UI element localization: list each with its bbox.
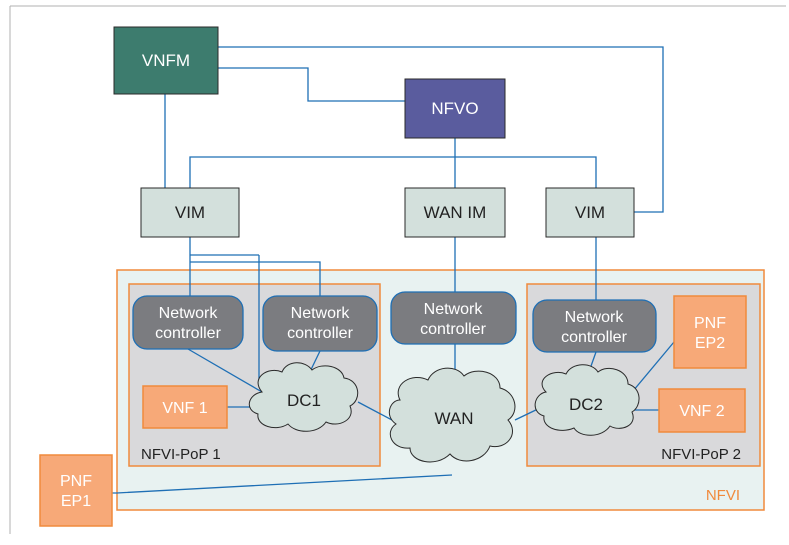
dc1-cloud: DC1 bbox=[248, 362, 359, 432]
wan-cloud: WAN bbox=[388, 367, 516, 463]
link-bus bbox=[189, 156, 597, 190]
dc1-label: DC1 bbox=[287, 391, 321, 410]
pnf-ep2-label-line1: PNF bbox=[694, 315, 726, 332]
pnf-ep1-label-line2: EP1 bbox=[61, 493, 91, 510]
dc2-cloud: DC2 bbox=[534, 364, 640, 436]
nc2-label-line1: Network bbox=[291, 305, 351, 322]
vnfm-label: VNFM bbox=[142, 51, 190, 70]
network-controller-1: Network controller bbox=[132, 295, 244, 350]
nc1-label-line1: Network bbox=[159, 305, 219, 322]
link-vnfm-vim-right bbox=[218, 46, 664, 213]
nfvi-label: NFVI bbox=[706, 487, 740, 504]
wan-im-box bbox=[404, 187, 506, 238]
network-controller-3: Network controller bbox=[532, 299, 657, 353]
dc2-label: DC2 bbox=[569, 395, 603, 414]
network-controller-wan: Network controller bbox=[390, 291, 517, 345]
nfvo-box bbox=[404, 78, 506, 139]
nfvi-pop-1-label: NFVI-PoP 1 bbox=[141, 446, 221, 463]
vim-right-box bbox=[545, 187, 635, 238]
wan-im-label: WAN IM bbox=[424, 203, 487, 222]
vnf-2-label: VNF 2 bbox=[679, 403, 724, 420]
network-controller-2: Network controller bbox=[262, 295, 378, 352]
pnf-ep1: PNF EP1 bbox=[39, 454, 113, 527]
vnf-2-box bbox=[658, 388, 746, 433]
nc1-label-line2: controller bbox=[155, 325, 221, 342]
link-vnfm-nfvo bbox=[218, 67, 405, 102]
vnf-1-label: VNF 1 bbox=[162, 400, 207, 417]
pnf-ep2: PNF EP2 bbox=[673, 295, 747, 369]
vnfm-box bbox=[113, 26, 219, 95]
link-nc1-dc1 bbox=[187, 348, 263, 393]
nc3-label-line1: Network bbox=[565, 309, 625, 326]
link-dc2-pnf-ep2 bbox=[627, 341, 675, 398]
nfvo-label: NFVO bbox=[431, 99, 478, 118]
vim-right-label: VIM bbox=[575, 203, 605, 222]
vnf-1-box bbox=[142, 385, 228, 429]
figure-frame bbox=[9, 5, 786, 534]
nfvi-pop-2-label: NFVI-PoP 2 bbox=[661, 446, 741, 463]
nc2-label-line2: controller bbox=[287, 325, 353, 342]
link-dc1-wan bbox=[357, 401, 393, 421]
link-wan-pnf-ep1 bbox=[112, 474, 453, 494]
vim-left-label: VIM bbox=[175, 203, 205, 222]
nc-wan-label-line2: controller bbox=[420, 321, 486, 338]
link-vim-left-nc2 bbox=[190, 261, 321, 296]
pnf-ep1-label-line1: PNF bbox=[60, 473, 92, 490]
wan-label: WAN bbox=[434, 409, 473, 428]
vim-left-box bbox=[140, 187, 240, 238]
nc-wan-label-line1: Network bbox=[424, 301, 484, 318]
nc3-label-line2: controller bbox=[561, 329, 627, 346]
pnf-ep2-label-line2: EP2 bbox=[695, 335, 725, 352]
